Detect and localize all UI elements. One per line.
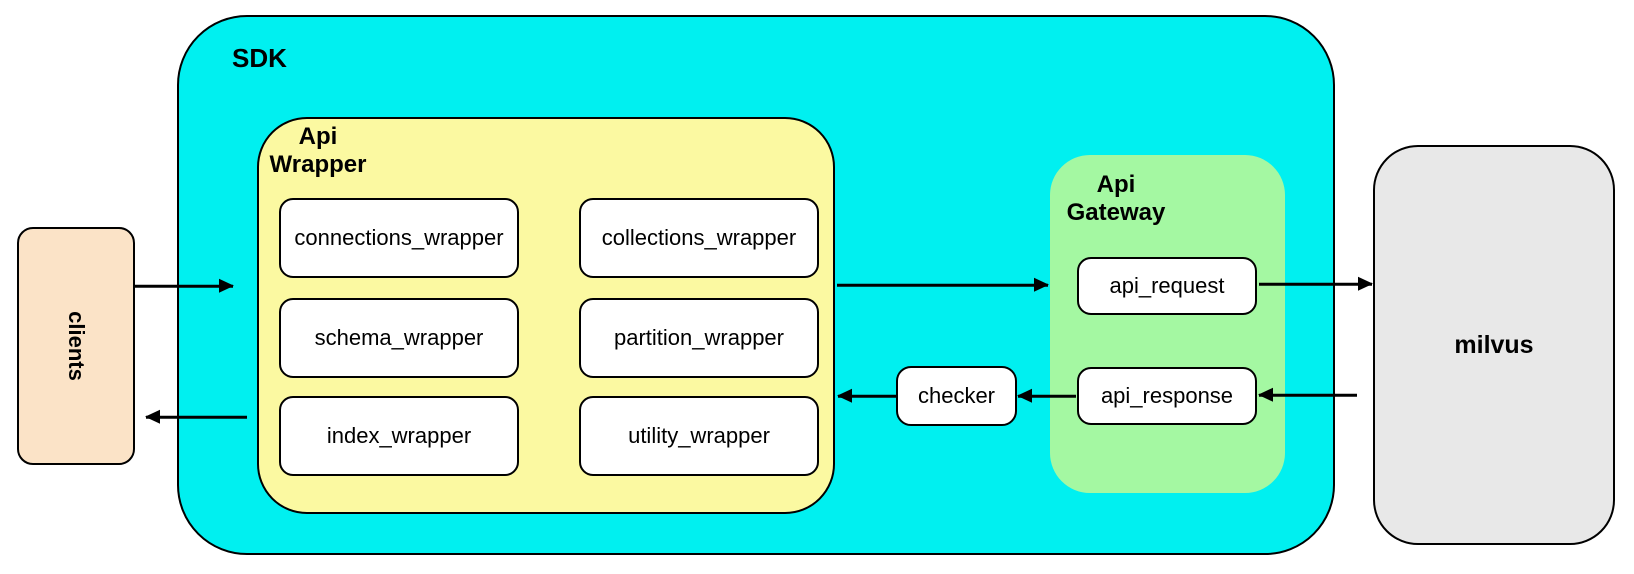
milvus-box: milvus xyxy=(1373,145,1615,545)
sdk-label: SDK xyxy=(232,43,287,73)
api-request-box: api_request xyxy=(1077,257,1257,315)
partition-wrapper-box: partition_wrapper xyxy=(579,298,819,378)
api-gateway-label-line1: Api xyxy=(1096,171,1136,198)
index-wrapper-box: index_wrapper xyxy=(279,396,519,476)
utility-wrapper-box: utility_wrapper xyxy=(579,396,819,476)
arrow-checker-to-wrapper xyxy=(838,394,896,398)
api-gateway-label-line2: Gateway xyxy=(1066,199,1166,226)
arrow-clients-to-sdk xyxy=(135,284,233,288)
api-wrapper-container: Api Wrapper connections_wrapper collecti… xyxy=(257,117,835,514)
api-response-box: api_response xyxy=(1077,367,1257,425)
arrow-milvus-to-response xyxy=(1259,393,1357,397)
schema-wrapper-box: schema_wrapper xyxy=(279,298,519,378)
checker-box: checker xyxy=(896,366,1017,426)
api-gateway-container: Api Gateway api_request api_response xyxy=(1050,155,1285,493)
clients-box: clients xyxy=(17,227,135,465)
milvus-label: milvus xyxy=(1454,330,1534,359)
arrow-request-to-milvus xyxy=(1259,282,1372,286)
connections-wrapper-box: connections_wrapper xyxy=(279,198,519,278)
collections-wrapper-box: collections_wrapper xyxy=(579,198,819,278)
api-wrapper-label-line1: Api xyxy=(298,123,338,150)
api-wrapper-label: Api Wrapper xyxy=(267,123,369,179)
arrow-wrapper-to-gateway xyxy=(837,283,1048,287)
arrow-sdk-to-clients xyxy=(146,415,247,419)
clients-label: clients xyxy=(63,311,89,381)
api-gateway-label: Api Gateway xyxy=(1066,171,1166,227)
arrow-response-to-checker xyxy=(1018,394,1076,398)
api-wrapper-label-line2: Wrapper xyxy=(269,151,367,178)
